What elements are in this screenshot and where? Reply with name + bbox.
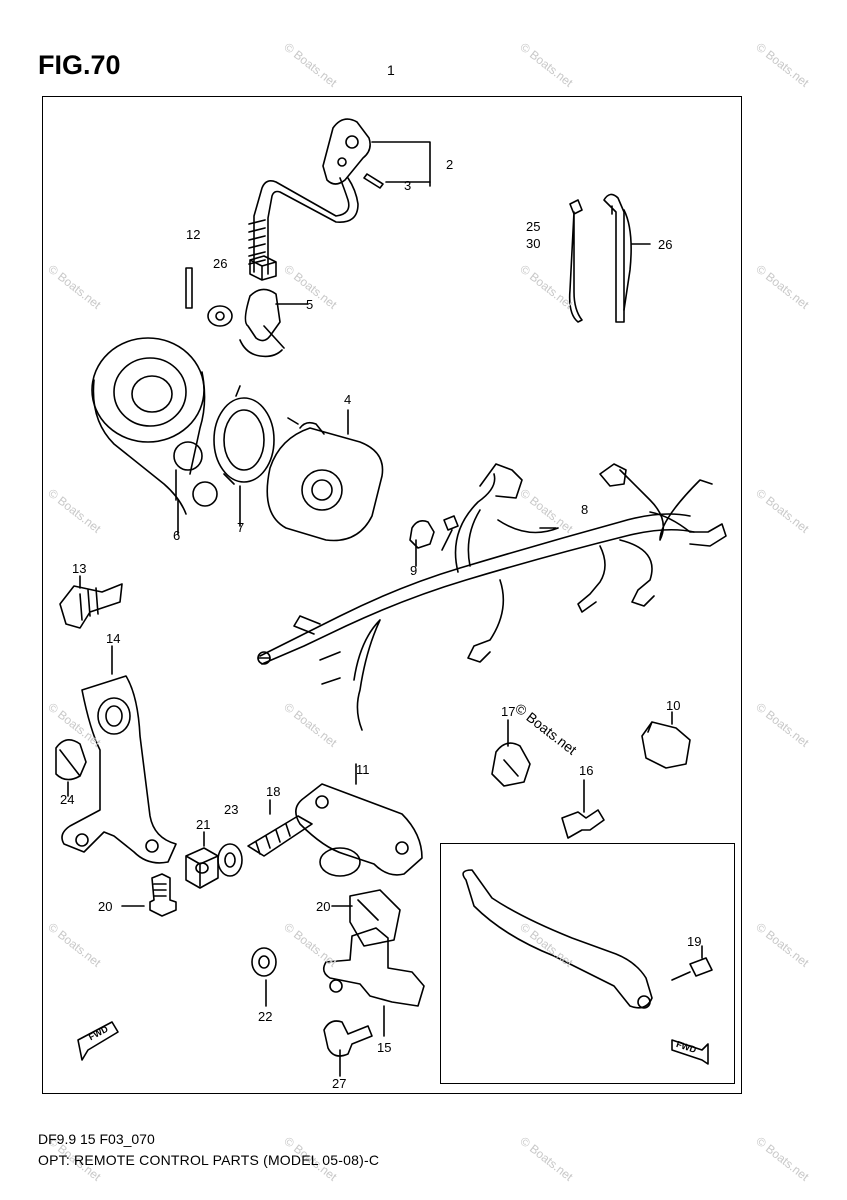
- callout-18: 18: [266, 784, 281, 799]
- housing-4: [266, 409, 384, 542]
- plate-11: [295, 763, 423, 877]
- callout-3: 3: [404, 178, 412, 193]
- fwd-arrow-right: [671, 1039, 709, 1065]
- callout-11: 11: [356, 762, 370, 777]
- callout-16-connector: 16: [579, 763, 594, 778]
- callout-26-tie: 26: [658, 237, 673, 252]
- washer-22: [251, 947, 277, 977]
- callout-14: 14: [106, 631, 121, 646]
- washer-5a: [207, 305, 233, 327]
- screw-27: [323, 1020, 373, 1057]
- callout-6: 6: [173, 528, 181, 543]
- callout-12: 12: [186, 227, 201, 242]
- throttle-rod: [248, 118, 431, 275]
- clamp-16: [349, 889, 401, 947]
- callout-13: 13: [72, 561, 87, 576]
- pin-12: [185, 267, 193, 309]
- callout-26: 26: [213, 256, 228, 271]
- bolt-20: [149, 873, 177, 917]
- callout-2: 2: [446, 157, 454, 172]
- inset-rod-19: [462, 869, 713, 1009]
- callout-4: 4: [344, 392, 352, 407]
- nut-26: [249, 255, 277, 281]
- joint-5: [244, 288, 281, 342]
- connector: [561, 809, 605, 839]
- lever-6: [91, 337, 218, 535]
- callout-27: 27: [332, 1076, 347, 1091]
- bracket-14: [61, 645, 177, 864]
- callout-5: 5: [306, 297, 314, 312]
- stud-18: [247, 815, 313, 857]
- bracket-15: [322, 927, 425, 1037]
- footer-description: OPT: REMOTE CONTROL PARTS (MODEL 05-08)-…: [38, 1152, 380, 1168]
- callout-10: 10: [666, 698, 681, 713]
- callout-23: 23: [224, 802, 239, 817]
- callout-20: 20: [98, 899, 113, 914]
- callout-9: 9: [410, 563, 418, 578]
- callout-17: 17: [501, 704, 516, 719]
- figure-number: 1: [387, 62, 395, 78]
- callout-15: 15: [377, 1040, 392, 1055]
- inset-frame: [440, 843, 735, 1084]
- callout-22: 22: [258, 1009, 273, 1024]
- cable-tie-26: [603, 193, 625, 323]
- grommet-9: [409, 520, 435, 549]
- cable-tie-25: [568, 199, 583, 323]
- callout-7: 7: [237, 520, 245, 535]
- figure-title: FIG.70: [38, 50, 121, 80]
- callout-24: 24: [60, 792, 75, 807]
- callout-20-clamp: 20: [316, 899, 331, 914]
- part-17: [491, 742, 531, 787]
- callout-30: 30: [526, 236, 541, 251]
- nut-21: [185, 847, 219, 889]
- callout-25: 25: [526, 219, 541, 234]
- callout-19: 19: [687, 934, 702, 949]
- fwd-arrow-left: [77, 1021, 119, 1061]
- footer-code: DF9.9 15 F03_070: [38, 1131, 155, 1147]
- wiring-harness-8: [257, 463, 727, 731]
- bolt-13: [59, 583, 123, 629]
- washer-23: [217, 843, 243, 877]
- callout-8: 8: [581, 502, 589, 517]
- part-10: [641, 721, 691, 769]
- ring-7: [213, 385, 275, 527]
- part-24: [55, 739, 87, 781]
- callout-21: 21: [196, 817, 211, 832]
- diagram-frame: [42, 96, 742, 1094]
